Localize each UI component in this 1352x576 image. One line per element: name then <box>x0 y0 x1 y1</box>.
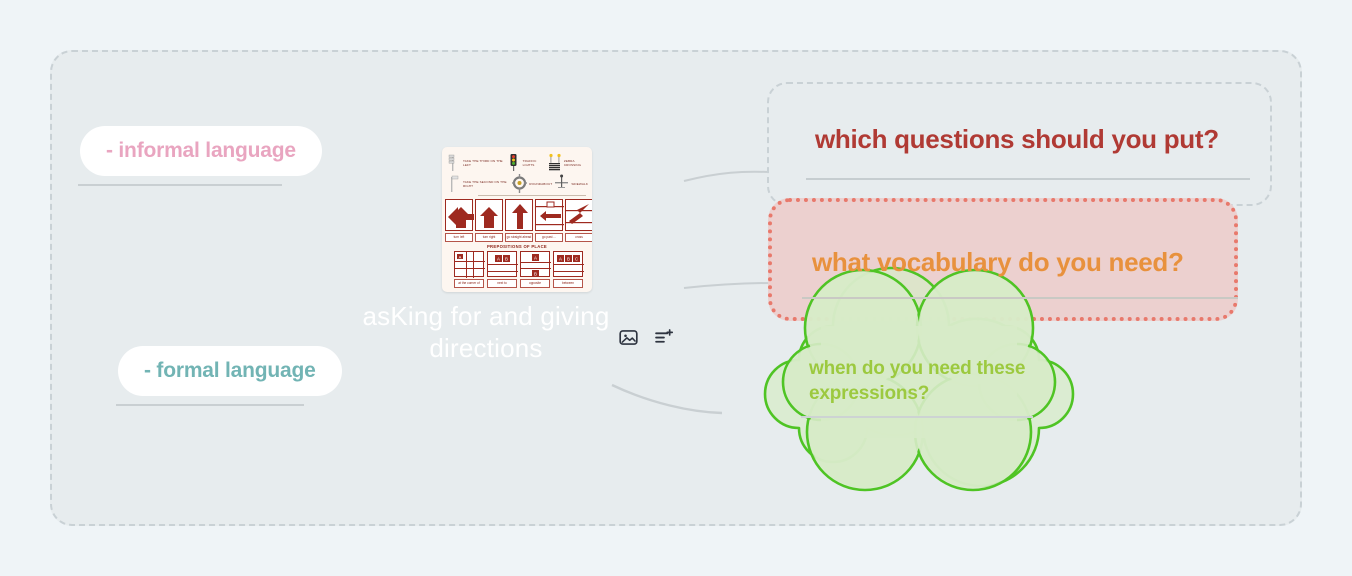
traffic-light-icon <box>510 154 517 171</box>
svg-text:B: B <box>505 257 508 262</box>
prepositions-title: PREPOSITIONS OF PLACE <box>486 244 548 249</box>
infographic-arrow-cell: go straight ahead <box>505 199 533 242</box>
infographic-label: traffic lights <box>522 158 537 167</box>
arrow-turn-right-icon <box>475 199 503 231</box>
pill-informal-underline <box>78 184 282 186</box>
prep-label: opposite <box>520 278 550 288</box>
arrow-turn-left-icon <box>445 199 474 231</box>
opposite-icon: A B <box>520 251 551 277</box>
infographic-arrow-cell: go past ... <box>535 199 564 242</box>
sidewalk-icon <box>555 174 569 188</box>
signpost-icon <box>451 175 459 192</box>
image-icon[interactable] <box>618 327 639 348</box>
card-what-vocabulary-text: what vocabulary do you need? <box>812 247 1184 277</box>
svg-text:B: B <box>534 272 537 277</box>
infographic-label: roundabout <box>529 181 553 186</box>
card-which-questions-text: which questions should you put? <box>815 124 1219 154</box>
roundabout-icon <box>512 174 528 193</box>
svg-text:A: A <box>534 256 537 261</box>
prep-label: at the corner of <box>454 278 484 288</box>
arrow-label: turn left <box>445 232 473 242</box>
center-node[interactable]: asKing for and giving directions <box>360 300 612 364</box>
next-to-icon: A B <box>487 251 518 277</box>
svg-text:A: A <box>497 257 500 262</box>
crossroads-icon: A <box>454 251 485 278</box>
infographic-arrow-cell: cross <box>565 199 592 242</box>
infographic-row: take the third on the left traffic light… <box>446 152 588 173</box>
infographic-arrow-row: turn left turn right go straight ahead <box>445 199 592 242</box>
infographic-prep-cell: A B opposite <box>520 251 551 288</box>
pill-formal-label: - formal language <box>118 346 342 396</box>
arrow-up-icon <box>505 199 533 231</box>
pill-formal-underline <box>116 404 304 406</box>
infographic-divider <box>478 195 586 196</box>
card-which-questions-underline <box>806 178 1250 180</box>
infographic-prep-cell: A B next to <box>487 251 518 288</box>
center-node-icons <box>618 327 674 348</box>
arrow-label: go past ... <box>535 232 563 242</box>
infographic-label: sidewalk <box>571 181 588 186</box>
pill-informal-language[interactable]: - informal language <box>78 126 322 186</box>
svg-text:B: B <box>567 257 570 262</box>
svg-text:A: A <box>459 254 462 259</box>
signpost-icon <box>448 154 455 171</box>
card-when-expressions-text: when do you need these expressions? <box>809 358 1026 404</box>
playlist-add-icon[interactable] <box>653 327 674 348</box>
pill-informal-label: - informal language <box>80 126 322 176</box>
pill-formal-language[interactable]: - formal language <box>116 346 342 406</box>
infographic-label: take the second on the right <box>463 179 507 188</box>
between-icon: A B C <box>553 251 584 277</box>
card-when-expressions-underline <box>801 416 1033 418</box>
infographic-prep-cell: A B C between <box>553 251 584 288</box>
infographic-arrow-cell: turn left <box>445 199 474 242</box>
directions-infographic-thumbnail[interactable]: take the third on the left traffic light… <box>442 147 592 292</box>
prep-label: next to <box>487 278 517 288</box>
cloud-shape <box>763 266 1075 492</box>
arrow-label: go straight ahead <box>505 232 533 242</box>
arrow-label: cross <box>565 232 592 242</box>
infographic-label: take the third on the left <box>463 158 503 167</box>
arrow-past-icon <box>535 199 564 231</box>
svg-text:A: A <box>559 257 562 262</box>
infographic-arrow-cell: turn right <box>475 199 503 242</box>
zebra-crossing-icon <box>548 153 561 171</box>
card-when-expressions[interactable]: when do you need these expressions? <box>763 264 1075 496</box>
prep-label: between <box>553 278 583 288</box>
card-what-vocabulary-underline <box>802 297 1238 299</box>
svg-text:C: C <box>575 257 578 262</box>
infographic-row: take the second on the right roundabout <box>446 173 588 194</box>
card-which-questions[interactable]: which questions should you put? <box>767 82 1272 206</box>
infographic-prepositions-row: A at the corner of A B next to <box>454 251 584 288</box>
arrow-label: turn right <box>475 232 503 242</box>
infographic-top-section: take the third on the left traffic light… <box>446 152 588 197</box>
center-node-title: asKing for and giving directions <box>362 301 610 363</box>
infographic-label: zebra crossing <box>563 158 582 167</box>
arrow-cross-icon <box>565 199 592 231</box>
infographic-prep-cell: A at the corner of <box>454 251 485 288</box>
